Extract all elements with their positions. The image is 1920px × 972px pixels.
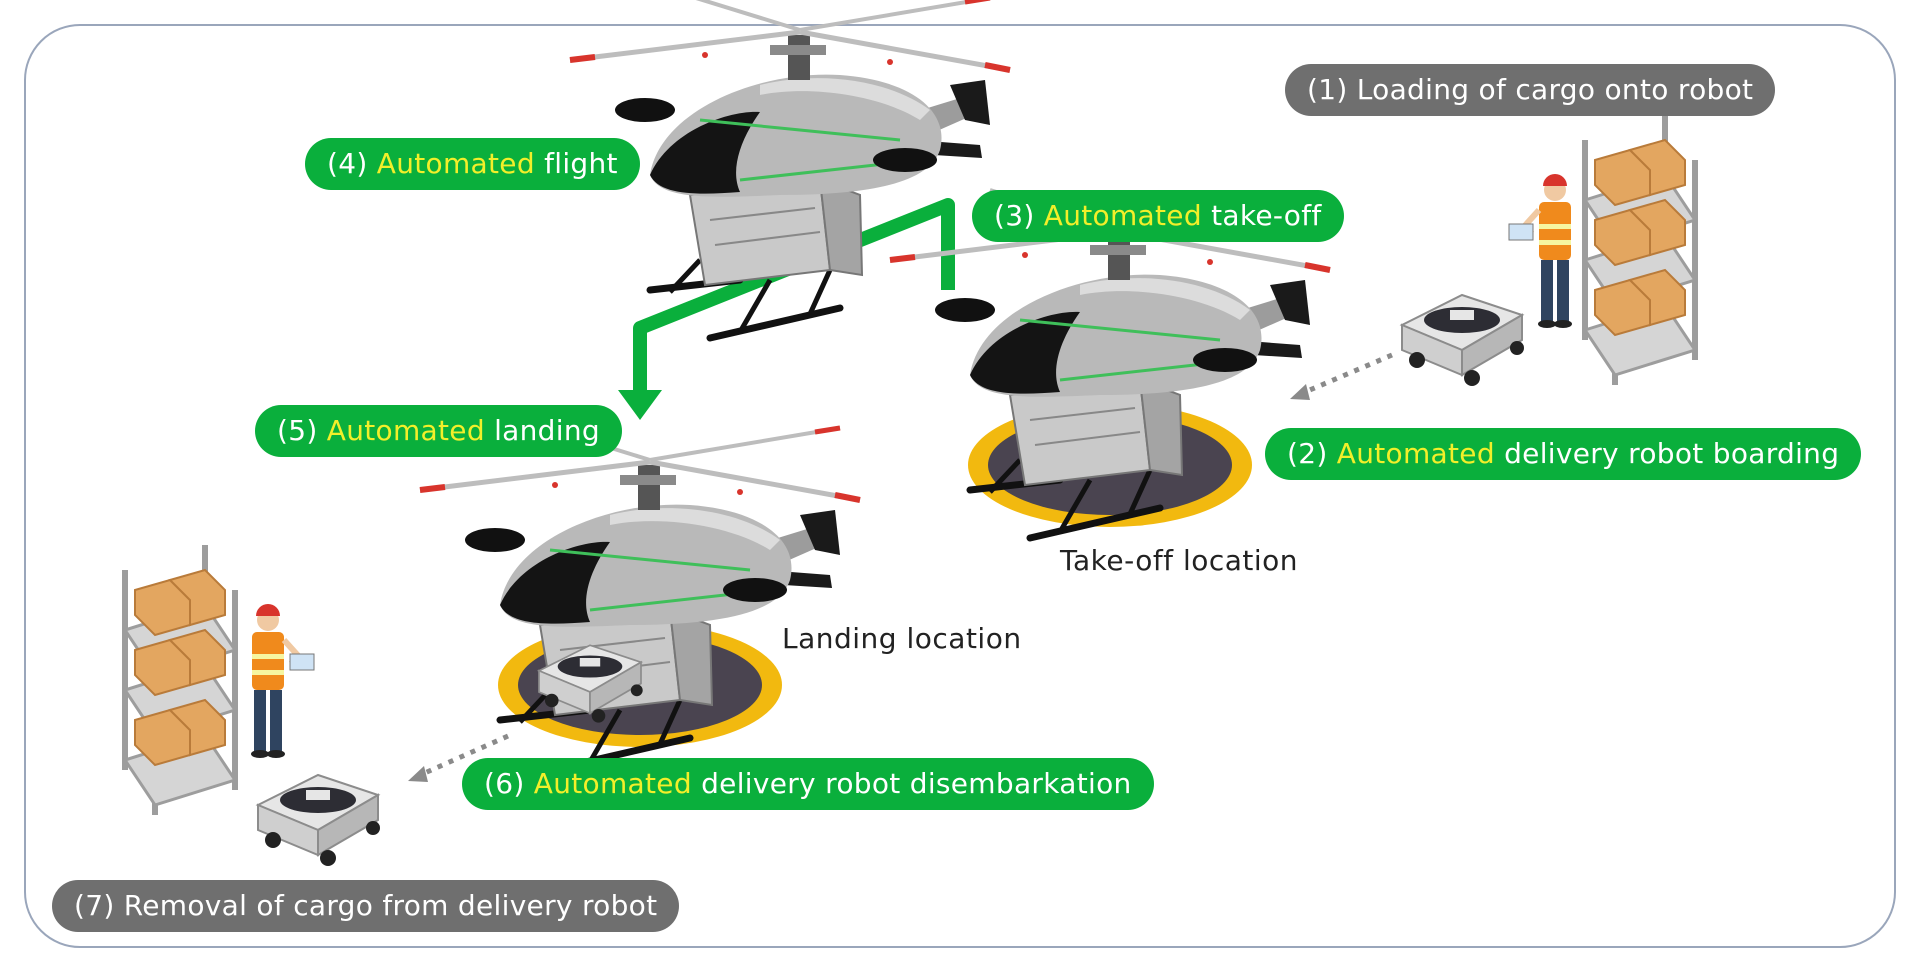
delivery-robot-icon xyxy=(257,774,381,867)
cargo-shelf-icon xyxy=(125,545,235,815)
step-5-label: (5) Automated landing xyxy=(255,405,622,457)
step-4-label: (4) Automated flight xyxy=(305,138,640,190)
step-3-label: (3) Automated take-off xyxy=(972,190,1344,242)
worker-icon xyxy=(251,604,314,758)
step-6-label: (6) Automated delivery robot disembarkat… xyxy=(462,758,1154,810)
delivery-robot-icon xyxy=(1401,294,1525,387)
step-2-label: (2) Automated delivery robot boarding xyxy=(1265,428,1862,480)
dotted-arrow-icon xyxy=(1290,352,1393,400)
step-7-label: (7) Removal of cargo from delivery robot xyxy=(52,880,680,932)
cargo-shelf-icon xyxy=(1585,115,1695,385)
dotted-arrow-icon xyxy=(408,733,510,782)
takeoff-location-label: Take-off location xyxy=(1060,544,1299,577)
landing-location-label: Landing location xyxy=(782,622,1022,655)
worker-icon xyxy=(1509,174,1572,328)
step-1-label: (1) Loading of cargo onto robot xyxy=(1285,64,1776,116)
